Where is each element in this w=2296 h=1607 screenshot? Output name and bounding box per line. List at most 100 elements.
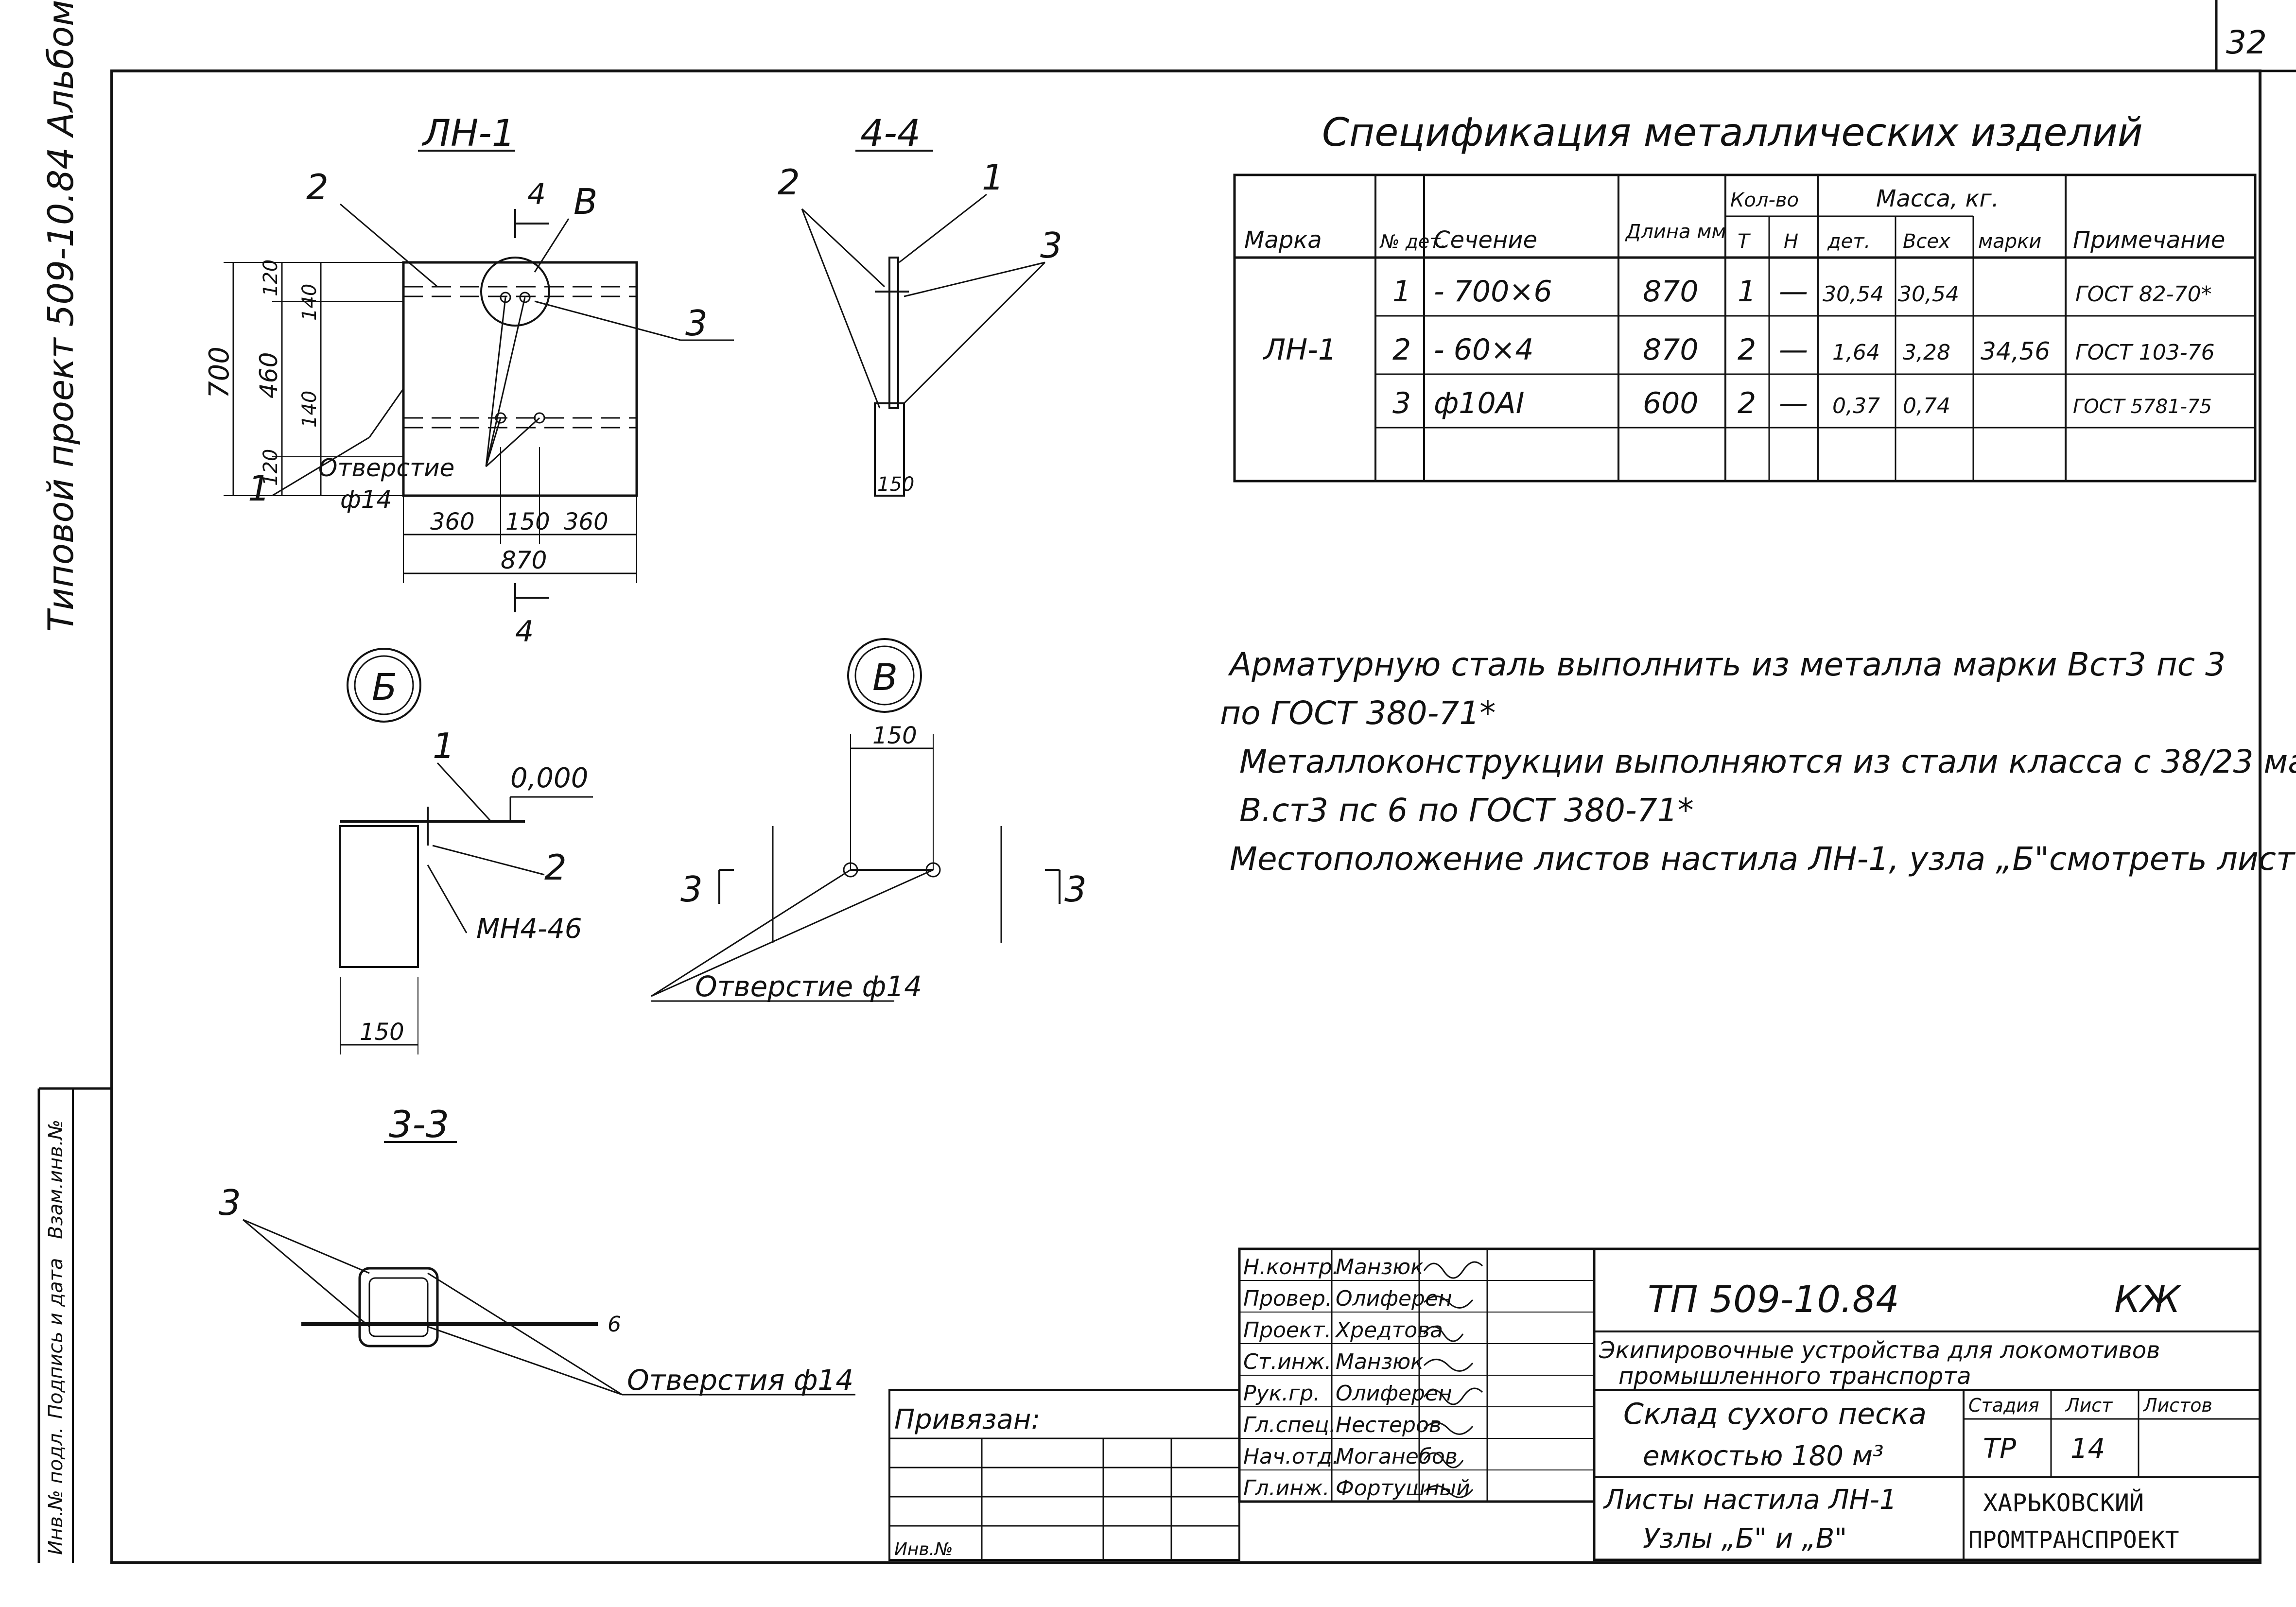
title-block: Привязан: Инв.№ Н.контр. Провер. Проект.… <box>888 1247 2261 1561</box>
node-b-dim: 150 <box>360 1019 404 1046</box>
spec-row3-t: 2 <box>1738 386 1756 420</box>
note-line-4: В.ст3 пс 6 по ГОСТ 380-71* <box>1239 792 1694 829</box>
margin-stamp-3: Инв.№ подл. <box>45 1427 67 1555</box>
spec-h-mass: Масса, кг. <box>1876 185 1999 212</box>
spec-h-section: Сечение <box>1434 226 1537 254</box>
spec-row1-num: 1 <box>1392 275 1411 309</box>
spec-row1-section: - 700×6 <box>1434 275 1552 309</box>
tb-privyazan: Привязан: <box>894 1404 1040 1435</box>
ln1-dim-left: 360 <box>430 508 475 536</box>
s33-pos3: 3 <box>219 1182 241 1223</box>
ln1-pos3: 3 <box>685 303 708 344</box>
tb-sheets-header: Листов <box>2142 1395 2212 1416</box>
spec-row2-n: — <box>1779 333 1808 367</box>
tb-stage-header: Стадия <box>1968 1395 2039 1416</box>
tb-mark: КЖ <box>2114 1278 2182 1321</box>
spec-row2-num: 2 <box>1392 333 1411 367</box>
ln1-dim-right: 360 <box>564 508 609 536</box>
note-line-2: по ГОСТ 380-71* <box>1220 694 1496 732</box>
view-ln1-title: ЛН-1 <box>421 111 515 155</box>
ln1-dim-120b: 120 <box>260 449 282 486</box>
ln1-dim-700: 700 <box>204 346 235 398</box>
ln1-hole-d: ф14 <box>340 485 392 514</box>
note-line-1: Арматурную сталь выполнить из металла ма… <box>1228 646 2226 683</box>
tb-object-2: емкостью 180 м³ <box>1643 1440 1884 1472</box>
spec-h-length: Длина мм <box>1625 221 1726 243</box>
node-b-pos2: 2 <box>544 847 567 888</box>
node-b-level: 0,000 <box>510 762 588 794</box>
spec-row1-length: 870 <box>1643 275 1699 309</box>
tb-role-1: Н.контр. <box>1243 1255 1339 1279</box>
view-section-4-4: 4-4 2 1 3 150 <box>778 111 1062 497</box>
tb-name-2: Олиферен <box>1336 1286 1452 1311</box>
general-notes: Арматурную сталь выполнить из металла ма… <box>1220 646 2296 878</box>
s44-pos3: 3 <box>1040 225 1062 266</box>
ln1-pos2: 2 <box>306 167 329 207</box>
spec-row2-note: ГОСТ 103-76 <box>2075 340 2215 365</box>
spec-h-qty: Кол-во <box>1730 189 1799 211</box>
tb-role-4: Ст.инж. <box>1243 1349 1331 1374</box>
spec-row2-section: - 60×4 <box>1434 333 1534 367</box>
margin-stamp-2: Подпись и дата <box>45 1258 67 1419</box>
tb-role-2: Провер. <box>1243 1286 1332 1311</box>
note-line-5: Местоположение листов настила ЛН-1, узла… <box>1230 840 2296 878</box>
s33-thk: 6 <box>608 1312 621 1337</box>
tb-sheet-header: Лист <box>2065 1395 2113 1416</box>
spec-h-mass-all: Всех <box>1903 230 1950 253</box>
tb-org-1: ХАРЬКОВСКИЙ <box>1983 1488 2144 1517</box>
spec-row1-n: — <box>1779 275 1808 309</box>
node-v-dim: 150 <box>872 722 917 749</box>
section-33-title: 3-3 <box>389 1103 449 1146</box>
tb-role-3: Проект. <box>1243 1318 1331 1343</box>
spec-mass-mark-value: 34,56 <box>1981 337 2050 365</box>
ln1-dim-140a: 140 <box>298 284 321 321</box>
sheet-corner-number: 32 <box>2226 24 2267 61</box>
tb-name-7: Моганебов <box>1336 1444 1458 1469</box>
node-b-part: МН4-46 <box>476 913 582 945</box>
spec-row3-det: 0,37 <box>1832 394 1880 418</box>
node-v-title: В <box>872 656 898 699</box>
s33-hole: Отверстия ф14 <box>627 1364 853 1397</box>
spec-row3-n: — <box>1779 386 1808 420</box>
node-b-pos1: 1 <box>433 726 455 766</box>
tb-sheet-title-1: Листы настила ЛН-1 <box>1603 1484 1897 1516</box>
view-section-3-3: 3-3 3 6 Отверстия ф14 <box>219 1103 855 1397</box>
tb-role-8: Гл.инж. <box>1243 1476 1330 1501</box>
margin-project-text: Типовой проект 509-10.84 Альбом I <box>40 0 81 632</box>
tb-org-2: ПРОМТРАНСПРОЕКТ <box>1968 1526 2179 1554</box>
spec-h-note: Примечание <box>2073 226 2225 254</box>
ln1-node-label: В <box>574 181 597 222</box>
tb-project-name-2: промышленного транспорта <box>1618 1363 1971 1390</box>
view-node-b: Б 1 0,000 2 МН4-46 150 <box>339 648 593 1054</box>
node-v-cut-right: 3 <box>1064 869 1087 910</box>
spec-row2-length: 870 <box>1643 333 1699 367</box>
tb-role-7: Нач.отд. <box>1243 1444 1339 1469</box>
tb-name-5: Олиферен <box>1336 1381 1452 1406</box>
node-v-hole: Отверстие ф14 <box>695 970 922 1003</box>
ln1-dim-length: 870 <box>501 546 547 574</box>
section-44-title: 4-4 <box>860 111 921 155</box>
tb-project-name-1: Экипировочные устройства для локомотивов <box>1599 1337 2160 1364</box>
s44-dim: 150 <box>877 473 914 496</box>
spec-h-mass-det: дет. <box>1827 230 1870 253</box>
ln1-cut-top: 4 <box>527 177 546 211</box>
spec-row3-section: ф10АI <box>1434 386 1524 420</box>
view-ln1: ЛН-1 <box>204 111 734 649</box>
view-node-v: В 150 3 3 Отверстие ф14 <box>651 638 1087 1003</box>
spec-h-mass-mark: марки <box>1978 230 2041 253</box>
spec-row2-det: 1,64 <box>1832 340 1880 365</box>
spec-table: Спецификация металлических изделий Марка… <box>1233 110 2257 483</box>
spec-row1-all: 30,54 <box>1898 282 1959 307</box>
s44-pos2: 2 <box>778 162 800 203</box>
s44-pos1: 1 <box>982 157 1004 198</box>
signature-marks <box>1423 1261 1483 1498</box>
spec-mark-value: ЛН-1 <box>1263 333 1337 367</box>
ln1-dim-460: 460 <box>255 352 283 398</box>
spec-title: Спецификация металлических изделий <box>1322 110 2143 155</box>
tb-stage: ТР <box>1983 1433 2016 1465</box>
spec-h-qty-n: Н <box>1784 230 1798 253</box>
tb-name-8: Фортушный <box>1336 1476 1470 1501</box>
margin-stamp-1: Взам.инв.№ <box>45 1120 67 1239</box>
tb-role-5: Рук.гр. <box>1243 1381 1320 1406</box>
